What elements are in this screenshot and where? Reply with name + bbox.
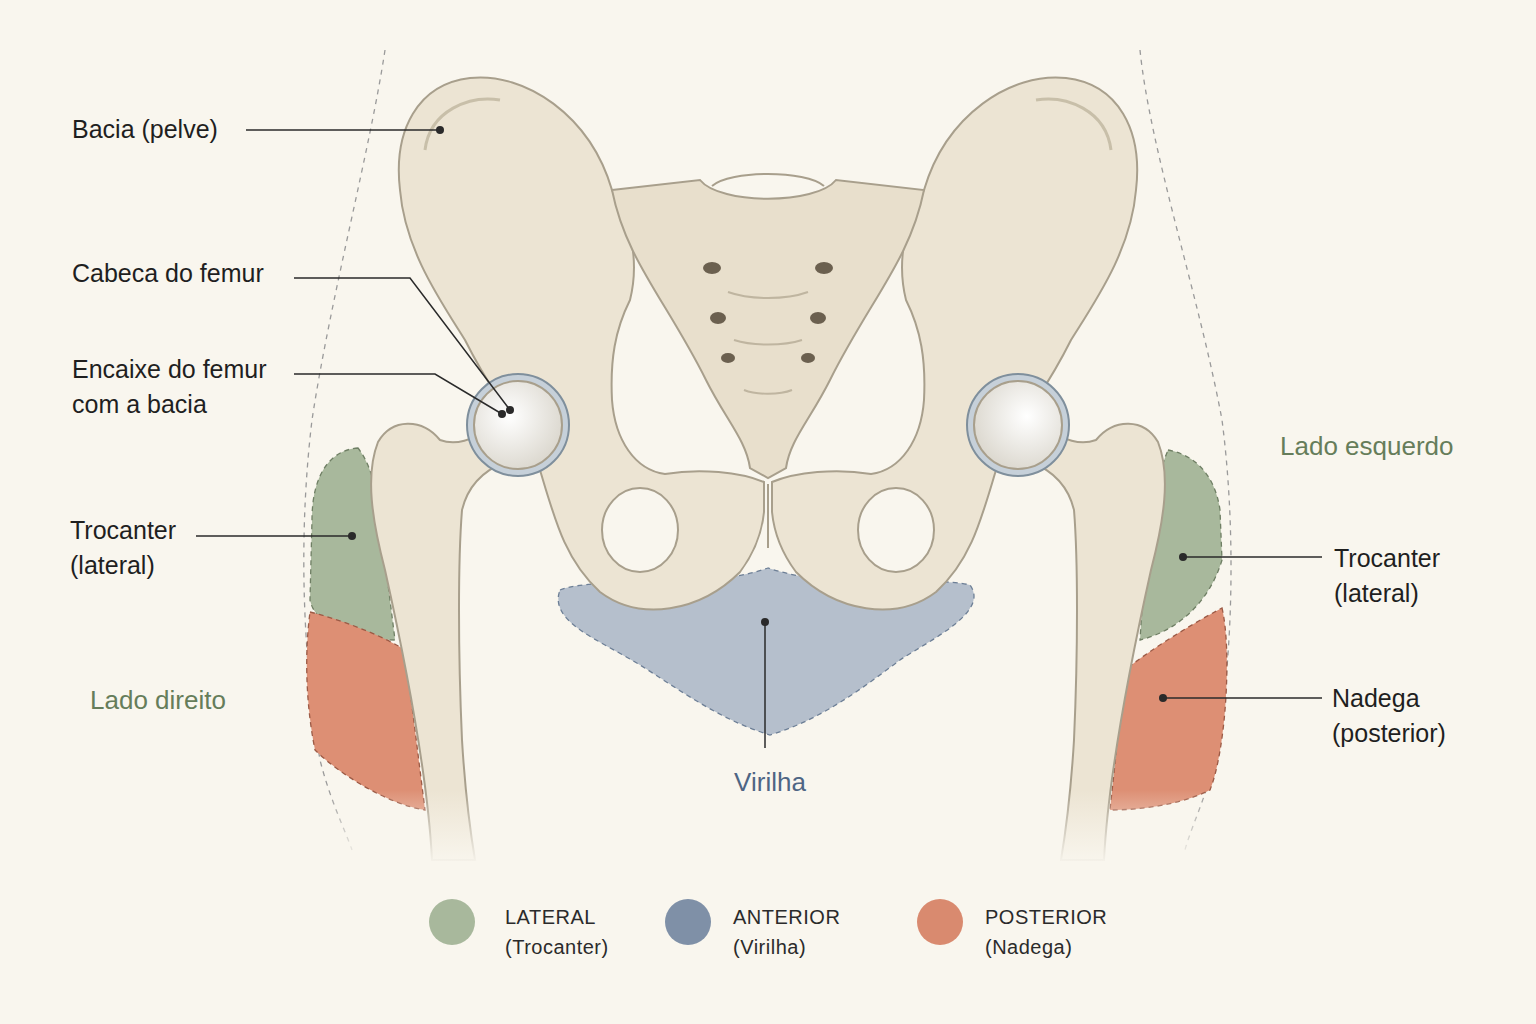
sacrum bbox=[612, 174, 924, 478]
ilium-ridge bbox=[1036, 99, 1111, 150]
side-label: Lado direito bbox=[90, 682, 226, 718]
leader-line bbox=[196, 535, 352, 537]
acetabulum bbox=[967, 374, 1069, 476]
region-label: Trocanter (lateral) bbox=[1334, 541, 1440, 611]
leader-line bbox=[294, 374, 502, 414]
ilium-ridge bbox=[425, 99, 500, 150]
femur bbox=[967, 374, 1165, 860]
fade-overlay bbox=[300, 790, 1240, 865]
leader-dots bbox=[348, 126, 1187, 702]
leader-line bbox=[246, 129, 440, 131]
leader-line bbox=[764, 622, 766, 748]
femur bbox=[371, 374, 569, 860]
side-label: Lado esquerdo bbox=[1280, 428, 1453, 464]
region-label: Trocanter (lateral) bbox=[70, 513, 176, 583]
part-label: Encaixe do femur com a bacia bbox=[72, 352, 294, 422]
leader-line bbox=[294, 278, 510, 410]
legend-swatch bbox=[429, 899, 475, 945]
legend-swatch bbox=[917, 899, 963, 945]
pubic-symphysis bbox=[767, 484, 769, 548]
region-label: Nadega (posterior) bbox=[1332, 681, 1446, 751]
femoral-head bbox=[974, 381, 1062, 469]
legend-swatch bbox=[665, 899, 711, 945]
femoral-head bbox=[474, 381, 562, 469]
legend-text: LATERAL (Trocanter) bbox=[505, 902, 609, 962]
obturator-foramen bbox=[858, 488, 934, 572]
leader-line bbox=[1163, 697, 1322, 699]
leader-lines bbox=[196, 130, 1322, 748]
sacral-foramina bbox=[703, 262, 833, 363]
part-label: Cabeca do femur bbox=[72, 256, 264, 291]
sacrum-outline bbox=[612, 180, 924, 478]
legend-text: POSTERIOR (Nadega) bbox=[985, 902, 1107, 962]
acetabulum bbox=[467, 374, 569, 476]
sacral-ridges bbox=[728, 292, 808, 394]
part-label: Bacia (pelve) bbox=[72, 112, 218, 147]
legend-text: ANTERIOR (Virilha) bbox=[733, 902, 840, 962]
region-label: Virilha bbox=[734, 764, 806, 800]
leader-line bbox=[1183, 556, 1322, 558]
obturator-foramen bbox=[602, 488, 678, 572]
spinal-canal bbox=[712, 174, 824, 186]
